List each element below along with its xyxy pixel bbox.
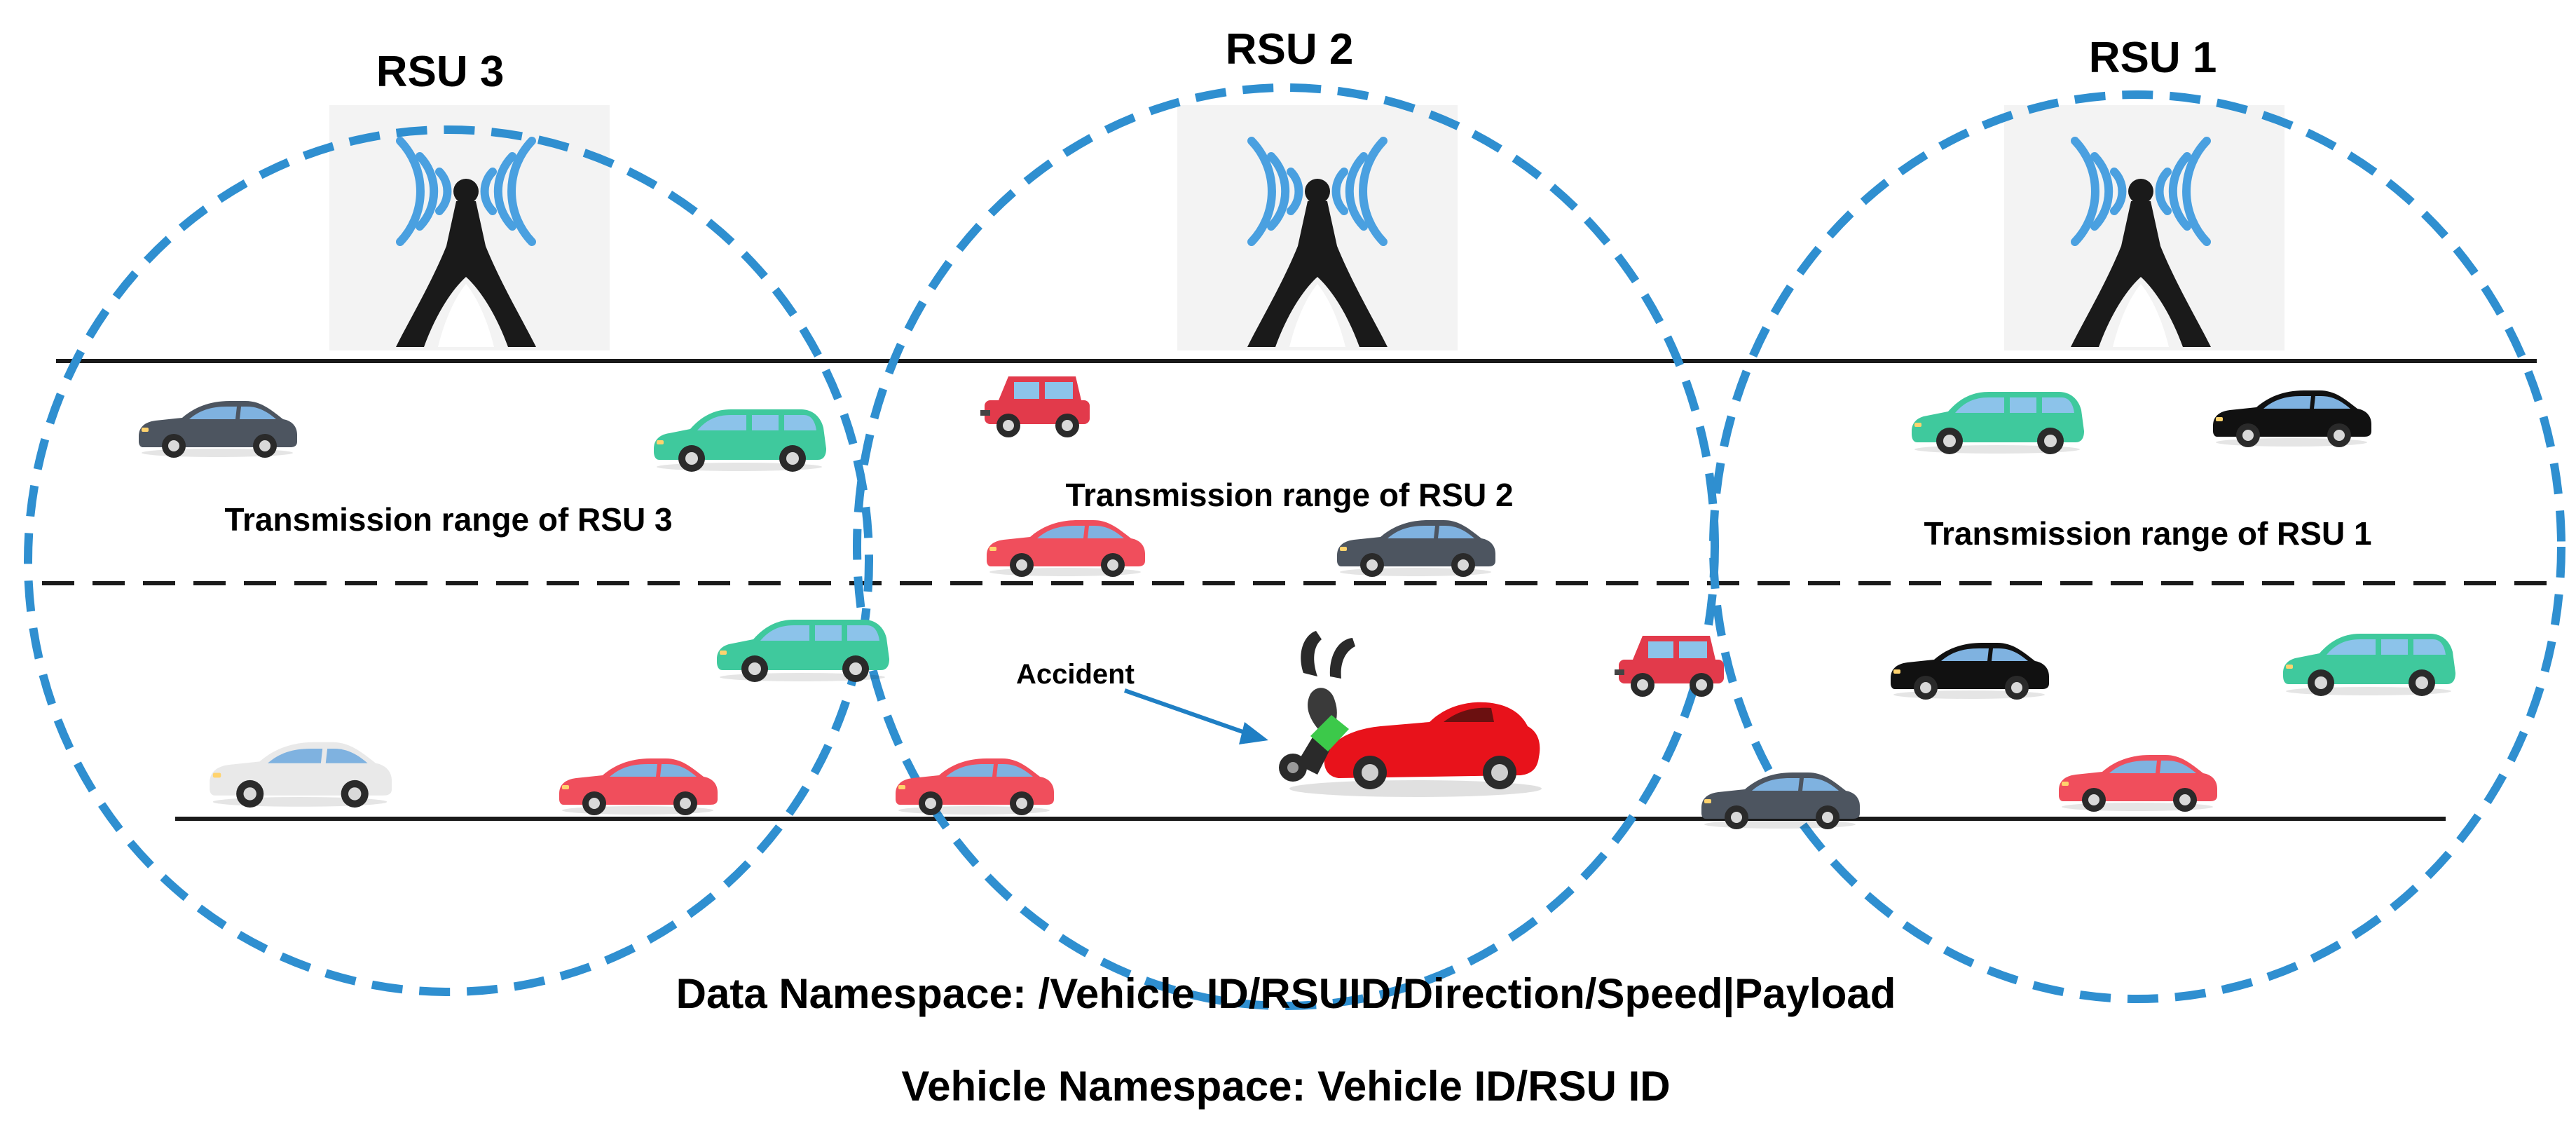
car-icon bbox=[1615, 636, 1724, 697]
rsu-2-range-circle bbox=[853, 83, 1719, 1010]
accident-label: Accident bbox=[1016, 659, 1135, 690]
rsu-3-range-label: Transmission range of RSU 3 bbox=[224, 501, 673, 538]
car-icon bbox=[1912, 392, 2084, 454]
car-icon bbox=[2059, 755, 2217, 812]
rsu-1-title: RSU 1 bbox=[2088, 34, 2217, 82]
car-icon bbox=[1891, 643, 2049, 700]
rsu-2-title: RSU 2 bbox=[1225, 25, 1354, 74]
accident-arrow bbox=[1124, 688, 1268, 744]
rsu-2-range-label: Transmission range of RSU 2 bbox=[1065, 477, 1514, 513]
rsu-3-title: RSU 3 bbox=[376, 48, 505, 96]
rsu-3-range-circle bbox=[24, 125, 873, 996]
vehicle-namespace-text: Vehicle Namespace: Vehicle ID/RSU ID bbox=[901, 1063, 1671, 1110]
car-icon bbox=[139, 401, 297, 458]
car-icon bbox=[654, 409, 826, 472]
rsu-1-range-circle bbox=[1709, 90, 2565, 1003]
crashed-car-icon bbox=[1279, 631, 1542, 797]
car-icon bbox=[2213, 390, 2371, 447]
data-namespace-text: Data Namespace: /Vehicle ID/RSUID/Direct… bbox=[676, 970, 1896, 1017]
rsu-1-range-label: Transmission range of RSU 1 bbox=[1924, 515, 2372, 552]
car-icon bbox=[987, 520, 1145, 577]
car-icon bbox=[210, 742, 392, 808]
car-icon bbox=[2283, 634, 2455, 696]
car-icon bbox=[980, 376, 1090, 437]
car-icon bbox=[1337, 520, 1495, 577]
car-icon bbox=[896, 758, 1054, 815]
car-icon bbox=[559, 758, 718, 815]
car-icon bbox=[717, 620, 889, 682]
car-icon bbox=[1701, 772, 1860, 829]
